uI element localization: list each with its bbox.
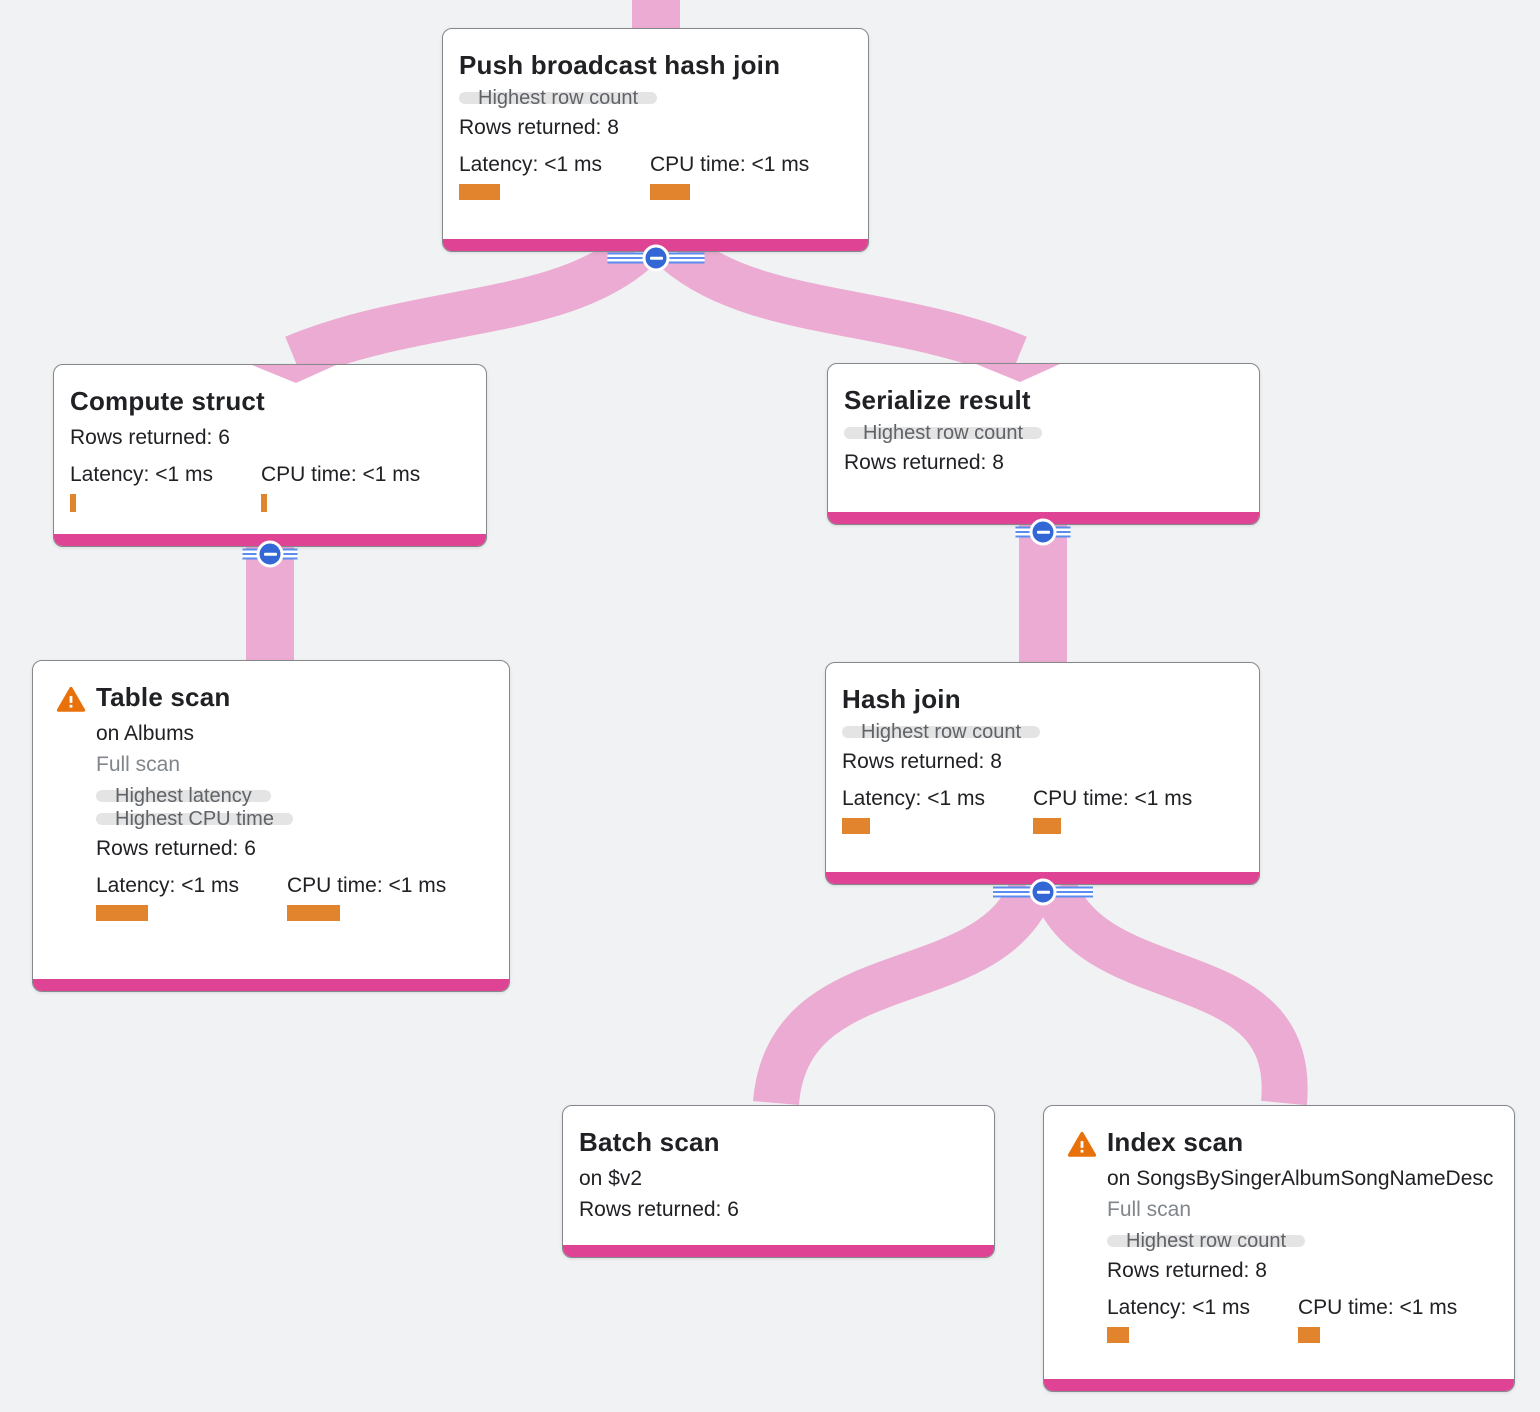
latency-label: Latency: <1 ms — [96, 874, 239, 897]
latency-bar — [459, 184, 500, 200]
minus-icon — [1036, 890, 1050, 894]
edge-root-to-compute-struct — [285, 233, 649, 380]
latency-label: Latency: <1 ms — [842, 787, 985, 810]
rows-returned: Rows returned: 8 — [844, 451, 1004, 474]
cpu-time-label: CPU time: <1 ms — [1298, 1296, 1458, 1319]
cpu-time-label: CPU time: <1 ms — [650, 153, 810, 176]
node-title: Batch scan — [579, 1127, 720, 1157]
minus-icon — [1036, 530, 1050, 534]
cpu-time-bar — [1298, 1327, 1320, 1343]
scan-target: on Albums — [96, 722, 195, 745]
node-card-batch-scan[interactable]: Batch scan on $v2 Rows returned: 6 — [562, 1105, 995, 1258]
node-card-serialize-result[interactable]: Serialize result Highest row count Rows … — [827, 363, 1260, 525]
node-accent-bar — [563, 1245, 994, 1257]
latency-bar — [96, 905, 148, 921]
cpu-time-bar — [650, 184, 690, 200]
scan-type: Full scan — [96, 753, 181, 776]
minus-icon — [649, 256, 663, 260]
edge-hash-join-to-batch-scan — [753, 878, 1054, 1106]
rows-returned: Rows returned: 8 — [1107, 1259, 1267, 1282]
scan-target: on SongsBySingerAlbumSongNameDesc — [1107, 1167, 1494, 1190]
node-card-push-broadcast-hash-join[interactable]: Push broadcast hash join Highest row cou… — [442, 28, 869, 252]
latency-label: Latency: <1 ms — [459, 153, 602, 176]
status-badge: Highest row count — [844, 423, 1043, 443]
cpu-time-label: CPU time: <1 ms — [287, 874, 447, 897]
node-card-compute-struct[interactable]: Compute struct Rows returned: 6 Latency:… — [53, 364, 487, 547]
scan-type: Full scan — [1107, 1198, 1192, 1221]
latency-bar — [1107, 1327, 1129, 1343]
cpu-time-bar — [261, 494, 267, 512]
rows-returned: Rows returned: 8 — [459, 116, 619, 139]
rows-returned: Rows returned: 6 — [96, 837, 256, 860]
status-badge: Highest row count — [1107, 1231, 1306, 1251]
rows-returned: Rows returned: 6 — [579, 1198, 739, 1221]
node-title: Compute struct — [70, 386, 265, 416]
node-accent-bar — [828, 512, 1259, 524]
node-card-table-scan[interactable]: Table scan on Albums Full scan Highest l… — [32, 660, 510, 992]
node-card-index-scan[interactable]: Index scan on SongsBySingerAlbumSongName… — [1043, 1105, 1515, 1392]
status-badge: Highest row count — [459, 88, 658, 108]
cpu-time-bar — [1033, 818, 1061, 834]
latency-bar — [842, 818, 870, 834]
cpu-time-label: CPU time: <1 ms — [261, 463, 421, 486]
node-title: Hash join — [842, 684, 961, 714]
cpu-time-label: CPU time: <1 ms — [1033, 787, 1193, 810]
warning-icon — [1067, 1131, 1097, 1157]
collapse-button[interactable] — [1029, 518, 1057, 546]
cpu-time-bar — [287, 905, 340, 921]
status-badge: Highest CPU time — [96, 809, 293, 829]
node-title: Index scan — [1107, 1127, 1244, 1157]
latency-label: Latency: <1 ms — [70, 463, 213, 486]
scan-target: on $v2 — [579, 1167, 643, 1190]
collapse-button[interactable] — [256, 540, 284, 568]
node-title: Table scan — [96, 682, 231, 712]
edge-hash-join-to-index-scan — [1032, 878, 1308, 1106]
node-accent-bar — [1044, 1379, 1514, 1391]
node-card-hash-join[interactable]: Hash join Highest row count Rows returne… — [825, 662, 1260, 885]
node-title: Push broadcast hash join — [459, 50, 781, 80]
node-accent-bar — [54, 534, 486, 546]
latency-bar — [70, 494, 76, 512]
collapse-button[interactable] — [1029, 878, 1057, 906]
node-accent-bar — [33, 979, 509, 991]
warning-icon — [56, 686, 86, 712]
collapse-button[interactable] — [642, 244, 670, 272]
node-title: Serialize result — [844, 385, 1031, 415]
minus-icon — [263, 552, 277, 556]
rows-returned: Rows returned: 6 — [70, 426, 230, 449]
status-badge: Highest latency — [96, 786, 271, 806]
rows-returned: Rows returned: 8 — [842, 750, 1002, 773]
latency-label: Latency: <1 ms — [1107, 1296, 1250, 1319]
edge-into-root — [632, 0, 680, 29]
status-badge: Highest row count — [842, 722, 1041, 742]
edge-root-to-serialize-result — [663, 233, 1027, 380]
